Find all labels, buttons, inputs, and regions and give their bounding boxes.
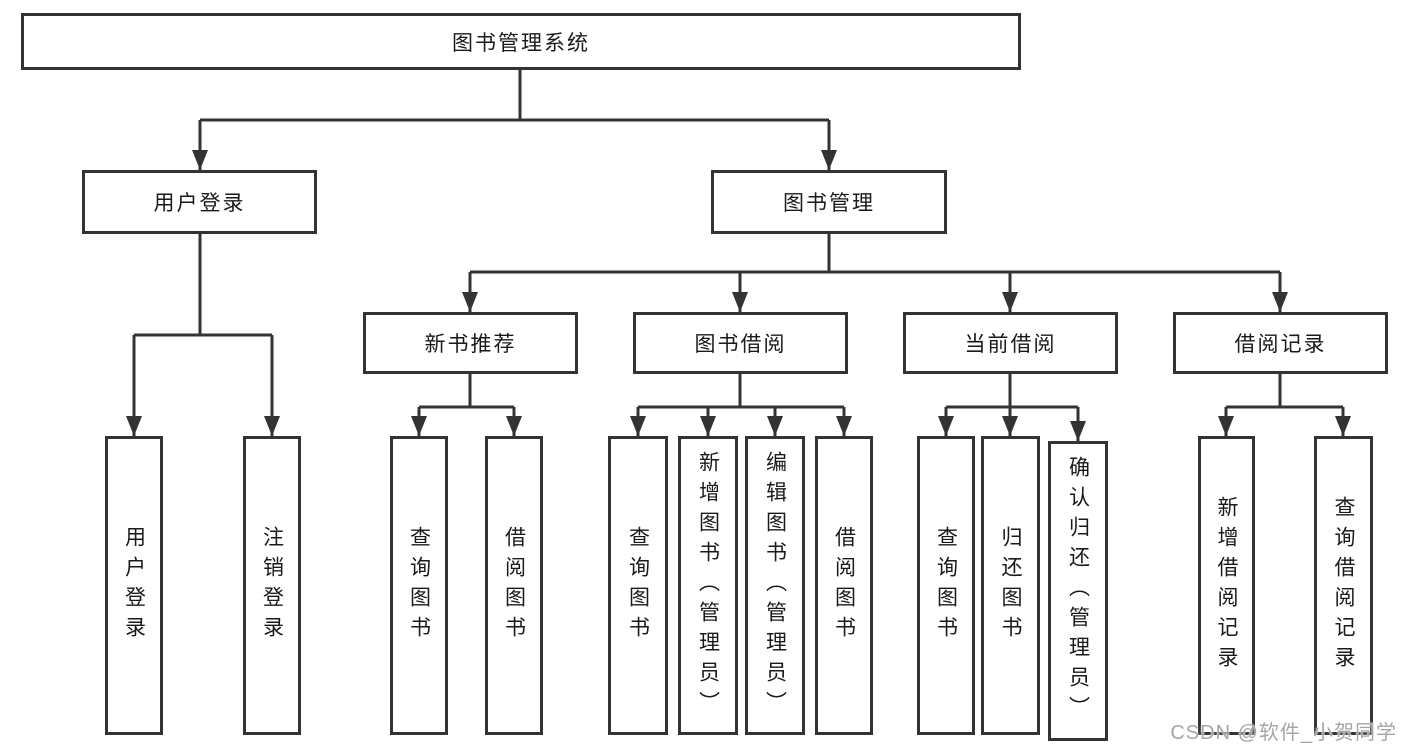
leaf-label: 查询图书: [934, 525, 958, 646]
node-label: 借阅记录: [1234, 333, 1327, 356]
node-new-book-recommendation: 新书推荐: [363, 312, 578, 374]
node-label: 当前借阅: [964, 333, 1057, 356]
leaf-rec-borrow-books: 借阅图书: [485, 436, 543, 735]
leaf-label: 用户登录: [122, 525, 146, 646]
leaf-label: 借阅图书: [832, 525, 856, 646]
leaf-current-confirm-return-admin: 确认归还（管理员）: [1048, 441, 1108, 741]
leaf-borrow-borrow-books: 借阅图书: [815, 436, 873, 735]
node-label: 图书管理: [783, 192, 875, 215]
node-library-management-system: 图书管理系统: [21, 13, 1021, 70]
leaf-borrow-add-books-admin: 新增图书（管理员）: [678, 436, 738, 735]
leaf-label: 确认归还（管理员）: [1066, 456, 1090, 726]
node-label: 图书管理系统: [452, 31, 590, 55]
leaf-label: 借阅图书: [502, 525, 526, 646]
node-borrowing-records: 借阅记录: [1173, 312, 1388, 374]
node-user-login: 用户登录: [82, 170, 317, 234]
csdn-watermark: CSDN @软件_小贺同学: [1170, 722, 1397, 744]
leaf-current-return-books: 归还图书: [981, 436, 1040, 735]
leaf-records-add-record: 新增借阅记录: [1198, 436, 1255, 735]
node-book-management: 图书管理: [711, 170, 947, 234]
leaf-label: 编辑图书（管理员）: [763, 450, 787, 721]
leaf-label: 归还图书: [999, 525, 1022, 646]
leaf-label: 注销登录: [260, 525, 284, 646]
leaf-current-query-books: 查询图书: [917, 436, 975, 735]
leaf-label: 查询借阅记录: [1332, 495, 1355, 676]
node-label: 图书借阅: [694, 333, 787, 356]
node-book-borrowing: 图书借阅: [633, 312, 848, 374]
leaf-rec-query-books: 查询图书: [390, 436, 448, 735]
leaf-borrow-query-books: 查询图书: [608, 436, 668, 735]
leaf-label: 查询图书: [626, 525, 650, 646]
leaf-logout: 注销登录: [243, 436, 301, 735]
leaf-label: 新增图书（管理员）: [696, 450, 720, 721]
leaf-records-query-record: 查询借阅记录: [1314, 436, 1373, 735]
leaf-borrow-edit-books-admin: 编辑图书（管理员）: [745, 436, 805, 735]
leaf-label: 新增借阅记录: [1215, 495, 1238, 676]
node-label: 新书推荐: [424, 333, 517, 356]
leaf-user-login: 用户登录: [105, 436, 163, 735]
node-current-borrowing: 当前借阅: [903, 312, 1118, 374]
node-label: 用户登录: [153, 192, 246, 215]
leaf-label: 查询图书: [407, 525, 431, 646]
